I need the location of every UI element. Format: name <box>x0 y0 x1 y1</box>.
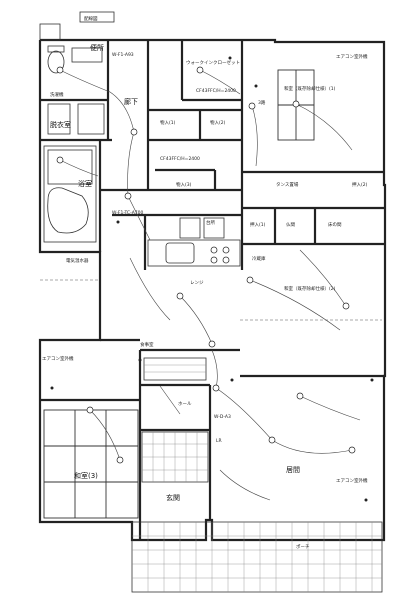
room-tansu: タンス置場 <box>276 181 299 188</box>
room-entrance: 玄関 <box>166 493 180 502</box>
column-marker <box>39 23 61 41</box>
label-ac-2: エアコン室外機 <box>42 355 74 362</box>
room-japanese-2: 和室（既存除却仕様）(2) <box>284 285 336 292</box>
washbasin <box>47 103 105 135</box>
label-wf-a: W-F1-A93 <box>112 52 134 58</box>
label-fridge: 冷蔵庫 <box>252 255 266 262</box>
room-storage-5: 押入(1) <box>250 221 266 228</box>
kitchen-counter <box>147 239 241 267</box>
label-wf-c: W-D-A3 <box>214 414 231 420</box>
room-storage-1: 物入(1) <box>160 119 176 126</box>
interior-walls <box>40 40 384 540</box>
room-japanese-1: 和室（既存除却仕様）(1) <box>284 85 336 92</box>
room-storage-3: 物入(3) <box>176 181 192 188</box>
dining-stair <box>143 357 207 381</box>
room-corridor: ホール <box>178 401 192 407</box>
room-storage-4: 押入(2) <box>352 181 368 188</box>
label-washer: 洗濯機 <box>50 91 64 98</box>
tatami-room-3 <box>43 409 139 519</box>
room-butsuma: 仏間 <box>286 222 295 228</box>
bathtub <box>43 145 97 243</box>
label-cf-b: CF43FFC/H=2400 <box>160 156 200 162</box>
kitchen-unit <box>179 217 225 239</box>
room-porch: ポーチ <box>296 543 310 550</box>
label-sw-2: 3路 <box>258 99 266 106</box>
exterior-walls <box>38 38 387 542</box>
room-kitchen: 台所 <box>206 219 215 226</box>
wiring <box>40 69 382 501</box>
label-wf-b: W-F1-TC-A700 <box>112 210 144 216</box>
room-dining: 食事室 <box>140 341 154 348</box>
label-heater: 電気温水器 <box>66 257 89 264</box>
title-box-text: 配線図 <box>84 15 98 22</box>
porch-grid <box>131 521 383 593</box>
room-dressing: 脱衣室 <box>50 120 71 129</box>
room-living: 居間 <box>286 466 300 474</box>
label-sw-1: LR <box>216 438 222 444</box>
entrance-stairs <box>141 431 209 483</box>
room-japanese-3: 和室(3) <box>74 471 98 480</box>
label-cf-a: CF43FFC/H=2400 <box>196 88 236 94</box>
room-bath: 浴室 <box>78 179 92 188</box>
title-box <box>79 11 115 23</box>
toilet-fixture <box>47 45 103 74</box>
label-ac-3: エアコン室外機 <box>336 477 368 484</box>
label-range: レンジ <box>190 281 204 286</box>
room-toilet: 便所 <box>90 43 104 52</box>
room-walkin-closet: ウォークインクローゼット <box>186 59 240 66</box>
room-tokonoma: 床の間 <box>328 221 342 228</box>
device-symbols <box>50 56 374 502</box>
room-storage-2: 物入(2) <box>210 119 226 126</box>
room-hallway: 廊下 <box>124 97 138 106</box>
label-ac-1: エアコン室外機 <box>336 53 368 60</box>
